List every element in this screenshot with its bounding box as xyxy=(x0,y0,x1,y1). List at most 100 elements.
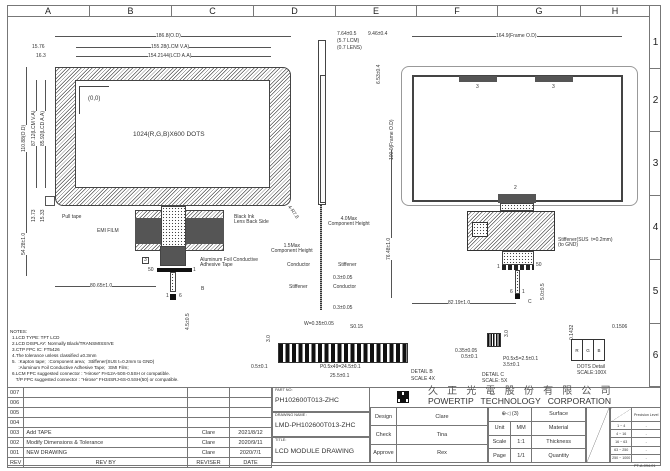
fpc-pin-1-back: 1 xyxy=(497,264,500,270)
dim-fpc-offset-back: 82.19±1.0 xyxy=(448,300,471,306)
dim-left-offset-2: 16.3 xyxy=(36,53,46,59)
fpc-contacts xyxy=(157,268,192,272)
dim-lcd-aa-width: 154.2144(LCD A.A) xyxy=(148,53,192,59)
dim-tail-back: 5.0±0.5 xyxy=(540,283,546,300)
dim-fpc-height: 54.28±1.0 xyxy=(21,232,27,255)
dim-left: 9.46±0.4 xyxy=(368,31,388,37)
dim-lcm: (5.7 LCM) xyxy=(337,38,360,44)
projection-label: (3) xyxy=(511,411,519,418)
comp-height-4: 4.0Max Component Height xyxy=(328,216,370,227)
title-label: TITLE: xyxy=(275,438,287,442)
detail-ref-c: C xyxy=(528,299,532,305)
tail-connector xyxy=(170,294,176,300)
fpc-upper-back xyxy=(500,203,534,211)
detail-ref-b: B xyxy=(201,286,205,292)
top-pad-b xyxy=(535,76,573,82)
detail-c-pitch: P0.5x5=2.5±0.1 xyxy=(503,356,539,362)
note-line: 5. :Kapton tape; :Component area; :Stiff… xyxy=(12,359,155,364)
detail-b-total: 25.5±0.1 xyxy=(330,373,350,379)
dim-line-fpc-height-back xyxy=(391,150,392,298)
dim-lcd-aa-height: 85.92(LCD A.A) xyxy=(40,110,46,146)
tail-pin-6: 6 xyxy=(179,293,182,299)
detail-c-caption: DETAIL C xyxy=(482,372,504,378)
row-label-1: 1 xyxy=(650,17,661,69)
column-label-e: E xyxy=(336,5,417,17)
detail-c-left: 0.5±0.1 xyxy=(461,354,478,360)
column-label-f: F xyxy=(417,5,498,17)
fpc-tail-back xyxy=(515,270,520,294)
detail-b-s: S0.15 xyxy=(350,324,364,330)
dim-t1: 0.3±0.05 xyxy=(333,275,353,281)
dot-g: G xyxy=(583,340,594,360)
column-label-h: H xyxy=(581,5,650,17)
frame-back xyxy=(412,75,623,202)
row-label-6: 6 xyxy=(650,324,661,387)
dots-caption: DOTS Detail xyxy=(577,364,606,370)
title-value: LCD MODULE DRAWING xyxy=(275,448,355,455)
dim-bottom-1: 13.73 xyxy=(31,209,37,222)
dim-total-width: 186.8(O.D) xyxy=(156,33,181,39)
dot-r: R xyxy=(572,340,583,360)
resolution-label: 1024(R,G,B)X600 DOTS xyxy=(133,131,205,138)
dim-total-height: 110.88(O.D) xyxy=(21,124,27,152)
column-label-b: B xyxy=(90,5,172,17)
tolerance-table: Precision Level 1 ~ 4- 4 ~ 16- 16 ~ 63- … xyxy=(609,407,661,464)
dim-lcm-va-height: 87.12(LCM V.A) xyxy=(31,110,37,146)
detail-c-h: 3.0 xyxy=(504,330,510,337)
drawing-frame xyxy=(7,5,661,466)
detail-b-scale: SCALE 4X xyxy=(411,376,435,382)
notes-block: NOTES: 1.LCD TYPE: TFT LCD 2.LCD DISPLAY… xyxy=(10,329,179,383)
company-name-cn: 久 正 光 電 股 份 有 限 公 司 xyxy=(428,386,614,397)
note-line: 4.The tolerance unless classified ±0.3mm xyxy=(12,353,97,358)
note-line: :Aluminum Foil Conductive Adhesive Tape;… xyxy=(12,365,129,370)
dim-t2: 0.3±0.05 xyxy=(333,305,353,311)
note-marker-3: 3 xyxy=(142,257,149,264)
detail-c-scale: SCALE: 5X xyxy=(482,378,508,384)
ctp-connector xyxy=(472,222,488,237)
notes-title: NOTES: xyxy=(10,329,28,334)
note-line: 6.LCM FPC suggested connector : "Hirose"… xyxy=(12,371,170,376)
tail-pin-1: 1 xyxy=(166,293,169,299)
fpc-tail xyxy=(170,272,176,292)
company-name-en: POWERTIP TECHNOLOGY CORPORATION xyxy=(428,396,612,406)
drawing-name-label: DRAWING NAME : xyxy=(275,413,308,417)
conductor-label-2: Conductor xyxy=(333,284,357,290)
column-label-d: D xyxy=(254,5,336,17)
fpc-contacts-back xyxy=(502,265,534,270)
marker-top-b: 3 xyxy=(552,84,555,90)
fpc-pin-1: 1 xyxy=(193,267,196,273)
drawing-name-cell: DRAWING NAME : LMD-PH102600T013-ZHC xyxy=(272,412,370,437)
aluminum-tape xyxy=(160,246,186,266)
note-line: T/P FPC suggested connector : "Hirose" F… xyxy=(12,377,179,382)
marker-top-a: 3 xyxy=(476,84,479,90)
column-label-g: G xyxy=(498,5,581,17)
table-row: 004 xyxy=(6,417,272,428)
company-logo xyxy=(397,391,409,403)
row-label-4: 4 xyxy=(650,196,661,260)
drawing-name: LMD-PH102600T013-ZHC xyxy=(275,422,356,429)
detail-c-w: 0.35±0.05 xyxy=(455,348,478,354)
dim-fpc-offset: 80.65±1.0 xyxy=(90,283,113,289)
detail-b-w: W=0.35±0.05 xyxy=(304,321,334,327)
marker-fpc: 2 xyxy=(514,185,517,191)
active-area xyxy=(75,80,270,188)
dim-fpc-height-back: 76.48±1.0 xyxy=(386,237,392,260)
black-ink-label: Black Ink Lens Back Side xyxy=(234,214,269,225)
stiffener-label-2: Stiffener xyxy=(289,284,308,290)
dim-fpc-tail: 4.5±0.5 xyxy=(185,313,191,330)
detail-b-pitch: P0.5x49=24.5±0.1 xyxy=(320,364,361,370)
form-number: PT-A-094-01 xyxy=(634,464,656,468)
dots-scale: SCALE:100X xyxy=(577,370,607,376)
pull-tape-label: Pull tape xyxy=(62,214,82,220)
row-label-5: 5 xyxy=(650,260,661,324)
dim-left-offset-1: 15.76 xyxy=(32,44,45,50)
detail-b-pins xyxy=(278,343,408,363)
projection-icon: ⊕◁ xyxy=(501,411,511,418)
detail-b-h: 3.0 xyxy=(266,335,272,342)
dim-lcm-va-width: 155.28(LCM V.A) xyxy=(151,44,190,50)
